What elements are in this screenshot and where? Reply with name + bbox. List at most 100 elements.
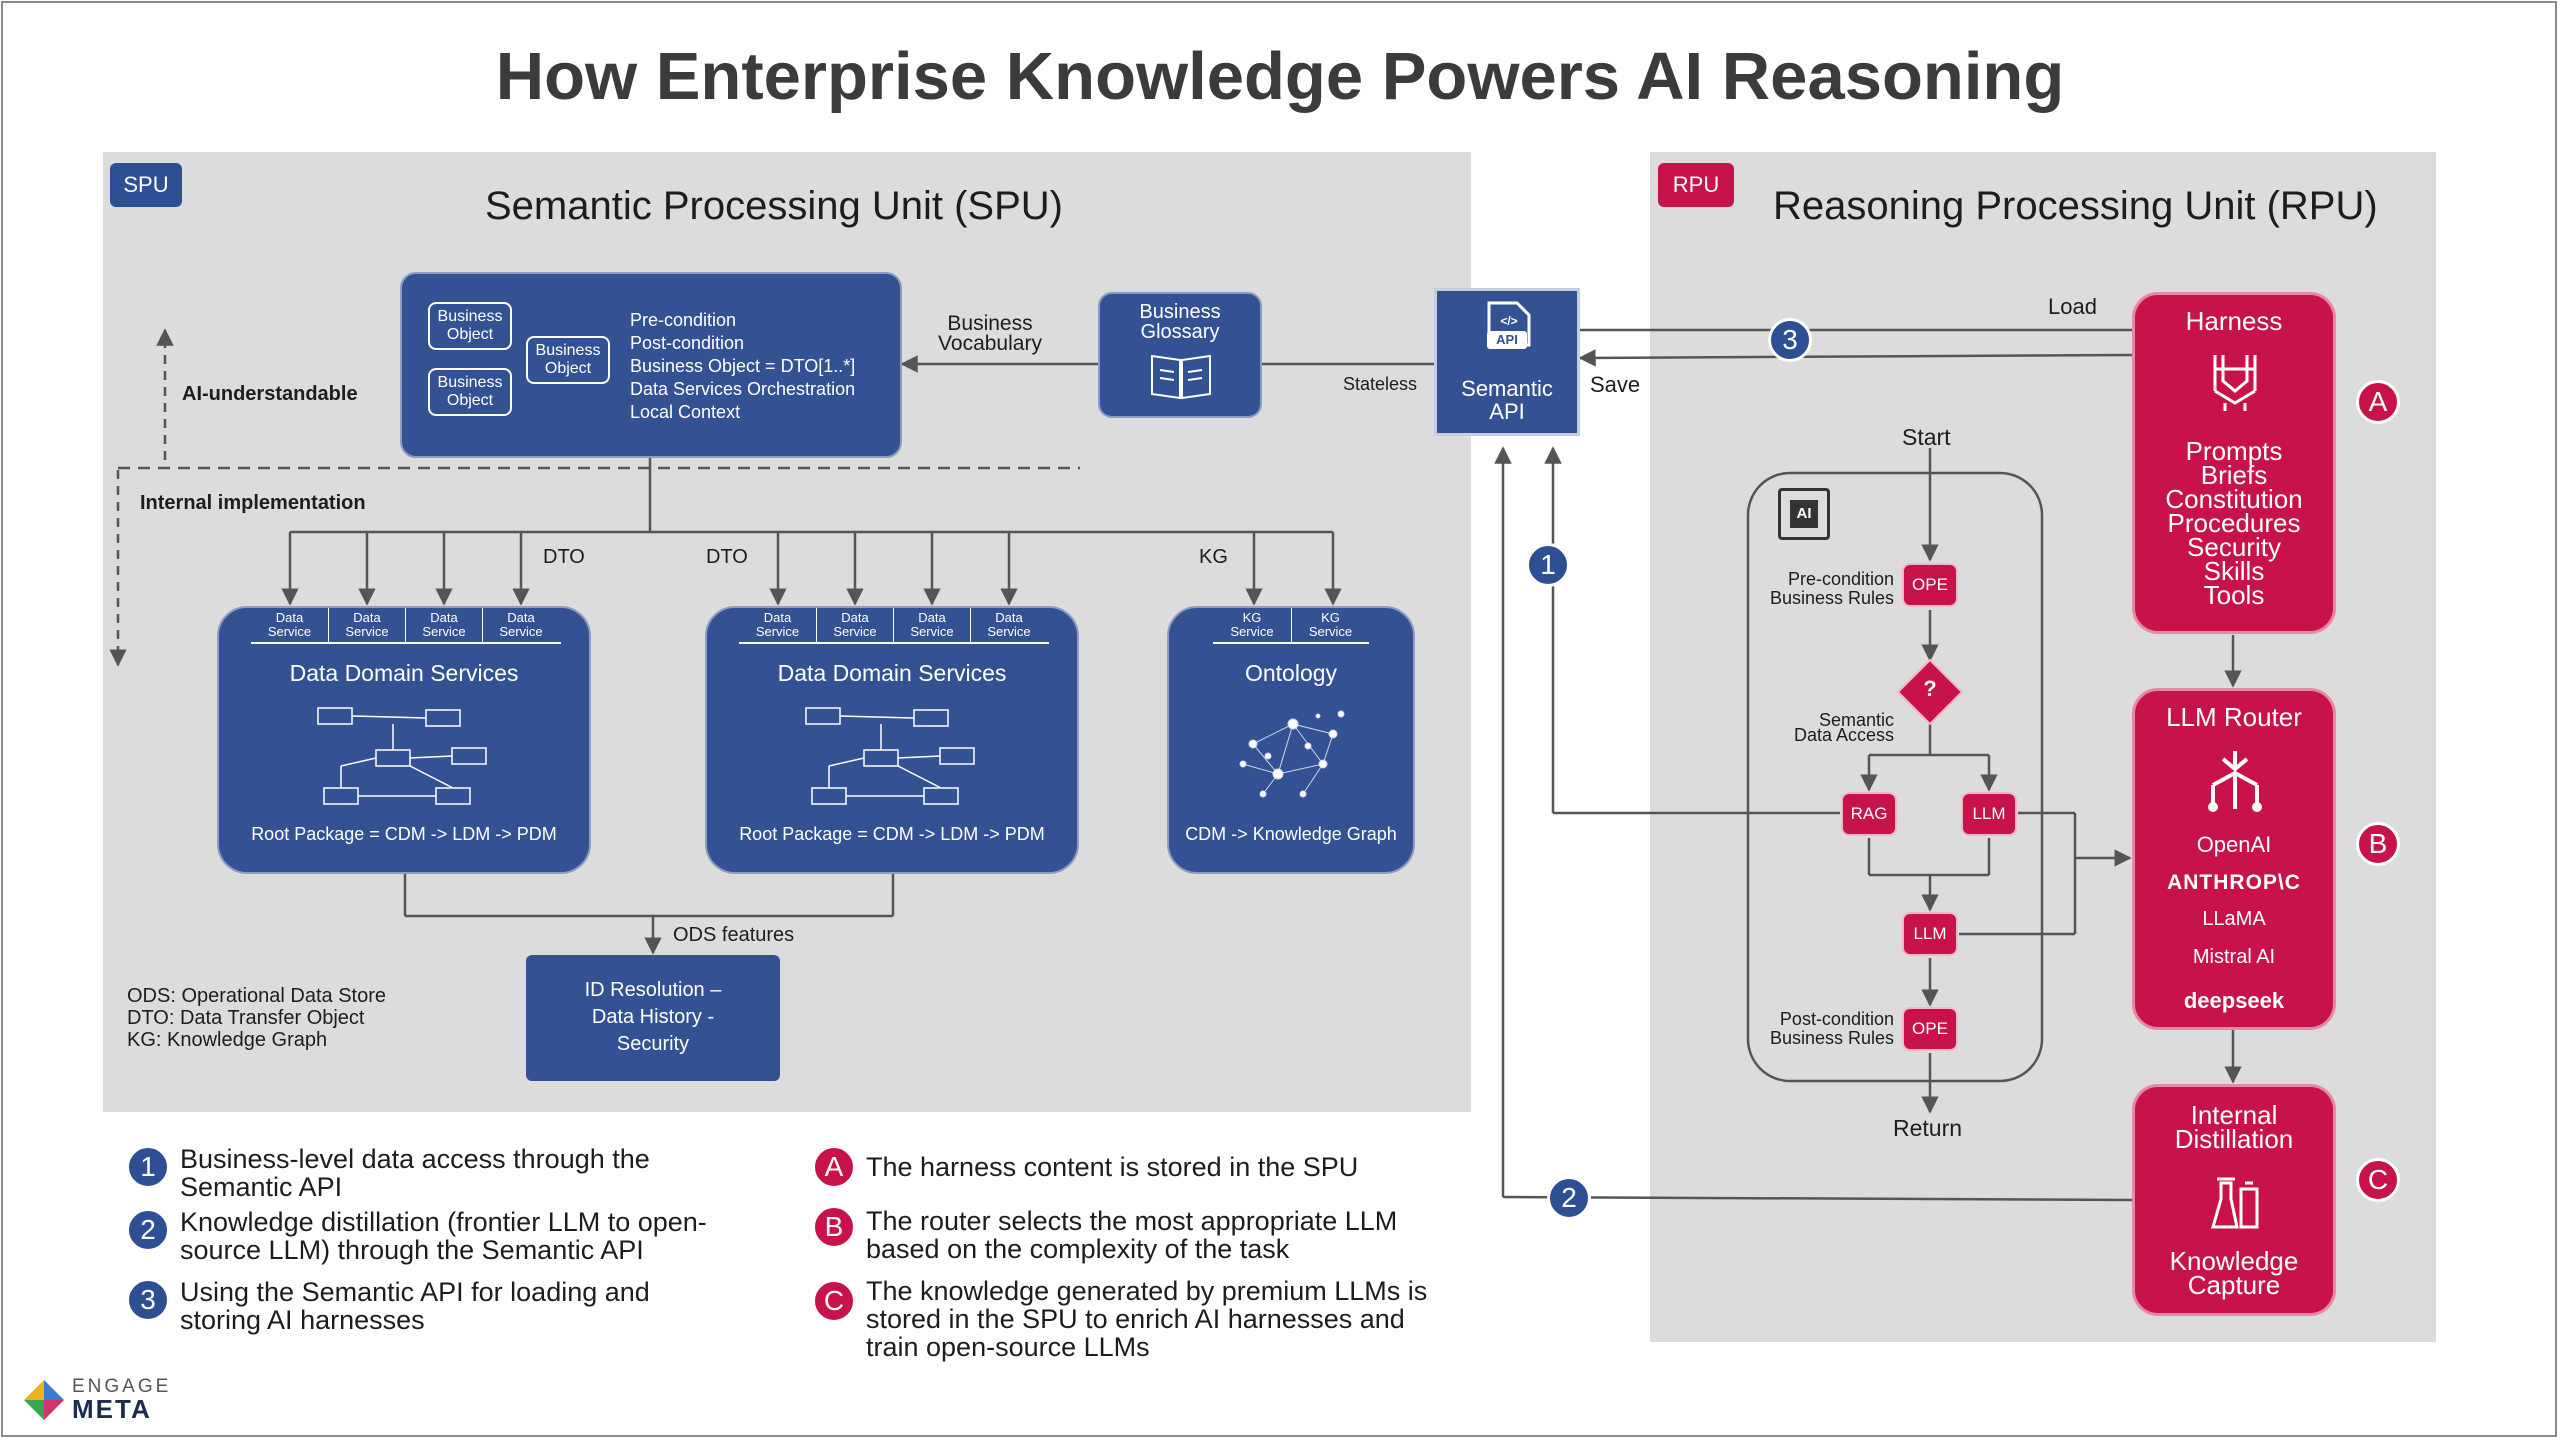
distillation-flask-icon [2211,1177,2259,1229]
harness-item: Procedures [2167,508,2301,538]
ai-chip-icon: AI [1778,488,1830,540]
ope-pre-box[interactable]: OPE [1902,563,1958,607]
kg-service-tab[interactable]: KG Service [1230,610,1274,639]
abbreviation-dto: DTO: Data Transfer Object [127,1007,365,1029]
data-domain-services-footer: Root Package = CDM -> LDM -> PDM [251,824,557,844]
data-service-tab[interactable]: Data Service [405,608,482,642]
stateless-label: Stateless [1343,374,1418,394]
provider-deepseek: deepseek [2183,988,2285,1013]
id-resolution-box[interactable]: ID Resolution – Data History - Security [526,955,780,1081]
brand-meta: META [72,1394,152,1424]
business-object: Business Object [428,302,512,350]
abbreviation-ods: ODS: Operational Data Store [127,985,387,1007]
rag-box[interactable]: RAG [1841,792,1897,836]
ai-understandable-label: AI-understandable [182,383,358,405]
marker-b: B [2356,822,2400,866]
legend-a-text: The harness content is stored in the SPU [866,1152,1359,1182]
kg-label: KG [1199,546,1228,568]
marker-a: A [2356,380,2400,424]
spu-title: Semantic Processing Unit (SPU) [485,184,1063,228]
data-domain-services-box[interactable]: Data Service Data Service Data Service D… [217,606,591,874]
post-condition-rules-label: Post-condition Business Rules [1769,1009,1894,1048]
marker-one: 1 [1526,543,1570,587]
data-service-tab[interactable]: Data Service [267,610,312,639]
llm-router-title: LLM Router [2166,702,2302,732]
data-model-diagram-icon [805,707,975,805]
marker-two: 2 [1547,1176,1591,1220]
legend-one-text: Business-level data access through the S… [180,1144,650,1202]
data-service-tab[interactable]: Data Service [816,608,893,642]
bo-detail: Local Context [630,402,741,422]
ontology-box[interactable]: KG Service KG Service Ontology CDM -> Kn… [1167,606,1415,874]
id-resolution-label: ID Resolution – Data History - Security [584,979,722,1055]
rpu-title: Reasoning Processing Unit (RPU) [1773,184,2378,228]
ai-chip-label: AI [1790,500,1818,528]
knowledge-graph-icon [1239,710,1345,798]
data-service-tab[interactable]: Data Service [970,608,1047,642]
data-service-tab[interactable]: Data Service [893,608,970,642]
harness-item: Skills [2203,556,2265,586]
legend-b-text: The router selects the most appropriate … [866,1206,1398,1264]
data-service-tabs: Data Service Data Service Data Service D… [739,608,1049,644]
harness-title: Harness [2185,306,2283,336]
llm-router-box[interactable]: LLM Router OpenAI ANTHROP\C LLaMA Mistra… [2132,688,2336,1030]
legend-three-text: Using the Semantic API for loading and s… [180,1277,650,1335]
business-glossary-box[interactable]: Business Glossary [1098,292,1262,418]
ope-post-box[interactable]: OPE [1902,1007,1958,1051]
harness-box[interactable]: Harness Prompts Briefs Constitution Proc… [2132,292,2336,634]
bo-detail: Business Object = DTO[1..*] [630,356,856,376]
load-label: Load [2048,294,2097,319]
provider-anthropic: ANTHROP\C [2167,871,2301,894]
pre-condition-rules-label: Pre-condition Business Rules [1769,569,1894,608]
legend-marker-two: 2 [126,1208,170,1252]
dto-label: DTO [706,546,748,568]
harness-icon [2213,355,2257,411]
legend-two-text: Knowledge distillation (frontier LLM to … [180,1207,707,1265]
legend-marker-three: 3 [126,1278,170,1322]
internal-distillation-title: Internal Distillation [2174,1100,2294,1154]
semantic-data-access-label: Semantic Data Access [1793,710,1894,745]
svg-text:</>: </> [1500,314,1517,328]
data-service-tab[interactable]: Data Service [482,608,559,642]
harness-item: Constitution [2165,484,2303,514]
data-service-tab[interactable]: Data Service [328,608,405,642]
data-model-diagram-icon [317,707,487,805]
marker-c: C [2356,1158,2400,1202]
data-domain-services-box[interactable]: Data Service Data Service Data Service D… [705,606,1079,874]
data-domain-services-title: Data Domain Services [289,660,519,686]
knowledge-capture-label: Knowledge Capture [2169,1246,2299,1300]
harness-item: Security [2187,532,2281,562]
bo-detail: Post-condition [630,333,745,353]
business-glossary-label: Business Glossary [1139,301,1221,343]
ods-features-label: ODS features [673,924,795,946]
decision-question-mark: ? [1923,676,1937,701]
ontology-title: Ontology [1244,660,1338,686]
save-label: Save [1590,372,1641,397]
internal-distillation-box[interactable]: Internal Distillation Knowledge Capture [2132,1084,2336,1316]
harness-item: Prompts [2185,436,2283,466]
legend-marker-a: A [812,1145,856,1189]
router-icon [2208,751,2262,812]
harness-item: Tools [2203,580,2265,610]
kg-service-tab[interactable]: KG Service [1291,608,1369,642]
llm-box[interactable]: LLM [1961,792,2017,836]
glossary-book-icon [1151,354,1211,400]
spu-tag: SPU [110,163,182,207]
kg-service-tabs: KG Service KG Service [1213,608,1369,644]
data-domain-services-footer: Root Package = CDM -> LDM -> PDM [739,824,1045,844]
ontology-footer: CDM -> Knowledge Graph [1185,824,1397,844]
business-object-box[interactable]: Business Object Business Object Business… [400,272,902,458]
legend-marker-c: C [812,1279,856,1323]
bo-detail: Pre-condition [630,310,737,330]
llm-box[interactable]: LLM [1902,912,1958,956]
semantic-api-label: Semantic API [1461,376,1553,424]
business-object: Business Object [428,368,512,416]
data-service-tabs: Data Service Data Service Data Service D… [251,608,561,644]
harness-item: Briefs [2200,460,2268,490]
api-document-icon: </> [1487,301,1531,349]
data-service-tab[interactable]: Data Service [755,610,800,639]
legend-marker-one: 1 [126,1145,170,1189]
semantic-api-box[interactable]: </> API Semantic API [1434,288,1580,436]
